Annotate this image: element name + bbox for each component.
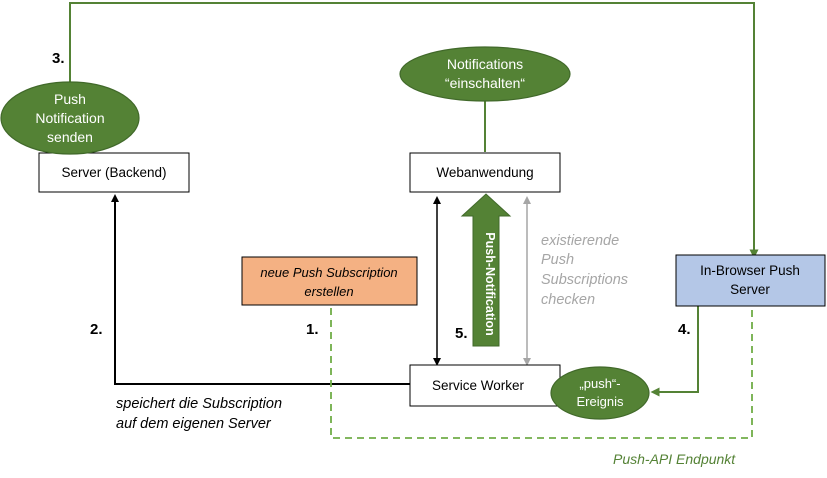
check-subscriptions-line3: Subscriptions — [541, 272, 628, 288]
save-subscription-line2: auf dem eigenen Server — [116, 416, 272, 432]
new-subscription-label-line1: neue Push Subscription — [260, 265, 397, 280]
push-server-label-line1: In-Browser Push — [700, 263, 800, 278]
push-send-bubble: Push Notification senden — [0, 81, 140, 155]
push-api-endpoint-label: Push-API Endpunkt — [613, 451, 736, 467]
webapp-box: Webanwendung — [409, 152, 561, 193]
check-subscriptions-label: existierende Push Subscriptions checken — [541, 233, 628, 308]
step-3-number: 3. — [52, 50, 65, 67]
push-notification-big-arrow — [460, 193, 512, 347]
step-5-number: 5. — [455, 325, 468, 342]
webapp-label: Webanwendung — [436, 165, 533, 180]
push-api-endpoint-line — [330, 306, 753, 439]
notifications-on-bubble: Notifications “einschalten“ — [399, 46, 571, 102]
notifications-on-line1: Notifications — [447, 56, 523, 72]
push-event-line2: Ereignis — [577, 394, 624, 409]
push-event-bubble: „push“- Ereignis — [550, 366, 650, 420]
step-1-number: 1. — [306, 321, 319, 338]
step2-arrow — [111, 194, 412, 385]
push-server-label-line2: Server — [730, 282, 770, 297]
service-worker-box: Service Worker — [409, 364, 561, 407]
push-event-line1: „push“- — [579, 376, 620, 391]
check-subscriptions-line1: existierende — [541, 233, 619, 249]
push-send-line2: Notification — [35, 110, 104, 126]
server-backend-label: Server (Backend) — [61, 165, 166, 180]
new-subscription-box: neue Push Subscription erstellen — [241, 256, 418, 306]
push-server-box: In-Browser Push Server — [675, 254, 826, 307]
push-notification-arrow-label: Push-Notification — [483, 232, 497, 335]
step-4-number: 4. — [678, 321, 691, 338]
check-subscriptions-line4: checken — [541, 292, 595, 308]
save-subscription-label: speichert die Subscription auf dem eigen… — [116, 396, 282, 432]
step4-arrow — [650, 306, 699, 397]
check-subscriptions-line2: Push — [541, 252, 574, 268]
step3-connector — [69, 2, 759, 259]
step-2-number: 2. — [90, 321, 103, 338]
push-send-line1: Push — [54, 91, 86, 107]
save-subscription-line1: speichert die Subscription — [116, 396, 282, 412]
push-send-line3: senden — [47, 129, 93, 145]
notifications-on-line2: “einschalten“ — [445, 75, 525, 91]
new-subscription-label-line2: erstellen — [304, 284, 353, 299]
service-worker-label: Service Worker — [432, 378, 525, 393]
server-backend-box: Server (Backend) — [38, 152, 190, 193]
